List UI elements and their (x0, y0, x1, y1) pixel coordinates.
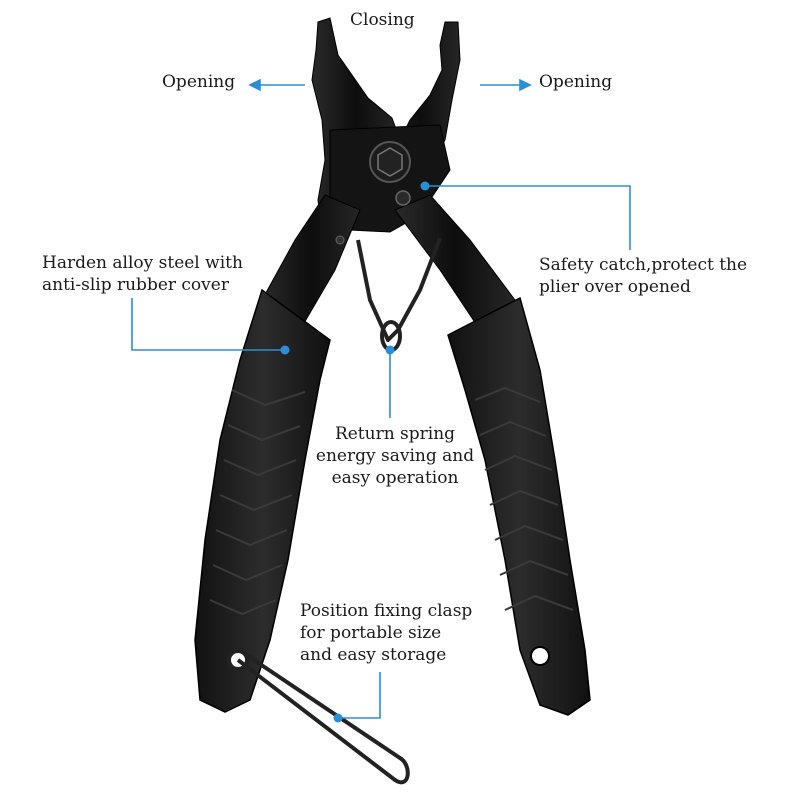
right-grip (447, 296, 591, 716)
return-spring-line-2: energy saving and (315, 446, 475, 466)
safety-catch-pin (395, 190, 411, 206)
clasp-callout-line (338, 672, 381, 719)
closing-label: Closing (350, 10, 415, 30)
clasp-loop (236, 654, 410, 785)
fixing-clasp-line-2: for portable size (300, 623, 442, 643)
alloy-steel-line-2: anti-slip rubber cover (42, 275, 229, 295)
opening-left-label: Opening (162, 72, 236, 92)
safety-callout-line (425, 185, 631, 250)
fixing-clasp-line-3: and easy storage (300, 645, 447, 665)
steel-callout-line (131, 298, 285, 351)
fixing-clasp-label: Position fixing clasp for portable size … (300, 600, 472, 666)
opening-right-label: Opening (539, 72, 613, 92)
safety-catch-line-2: plier over opened (539, 277, 691, 297)
safety-callout-dot (420, 181, 430, 191)
right-grip-ribs (474, 386, 574, 611)
pivot-nut-hex (377, 147, 403, 177)
return-spring-line-1: Return spring (334, 424, 456, 444)
steel-callout-dot (280, 345, 290, 355)
callouts (131, 78, 631, 723)
return-spring-line-3: easy operation (331, 468, 459, 488)
return-spring (356, 237, 442, 342)
safety-catch-line-1: Safety catch,protect the (539, 255, 748, 275)
fixing-clasp-line-1: Position fixing clasp (300, 601, 473, 621)
alloy-steel-label: Harden alloy steel with anti-slip rubber… (42, 252, 243, 296)
clasp-callout-dot (333, 713, 343, 723)
spring-callout-dot (385, 345, 395, 355)
safety-catch-label: Safety catch,protect the plier over open… (539, 254, 747, 298)
rivet (335, 235, 345, 245)
opening-left-arrowhead (248, 78, 261, 92)
grip-hole (530, 646, 550, 666)
left-grip-ribs (209, 389, 306, 616)
opening-right-arrowhead (519, 78, 532, 92)
return-spring-label: Return spring energy saving and easy ope… (305, 423, 485, 489)
alloy-steel-line-1: Harden alloy steel with (42, 253, 243, 273)
